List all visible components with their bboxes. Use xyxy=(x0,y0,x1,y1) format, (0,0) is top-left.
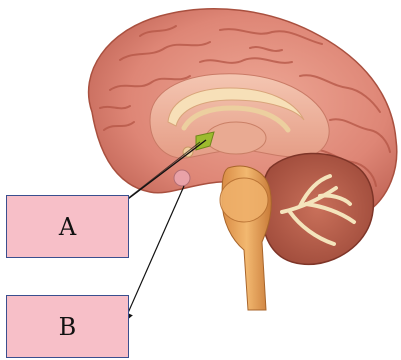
label-box-b: B xyxy=(6,295,129,358)
label-b-text: B xyxy=(59,313,77,341)
label-a-text: A xyxy=(59,213,76,241)
arrow-b xyxy=(124,186,184,322)
cerebellum xyxy=(262,153,373,264)
label-box-a: A xyxy=(6,195,129,258)
pituitary-gland xyxy=(174,170,190,186)
thalamus xyxy=(206,122,266,154)
pons xyxy=(220,178,268,222)
